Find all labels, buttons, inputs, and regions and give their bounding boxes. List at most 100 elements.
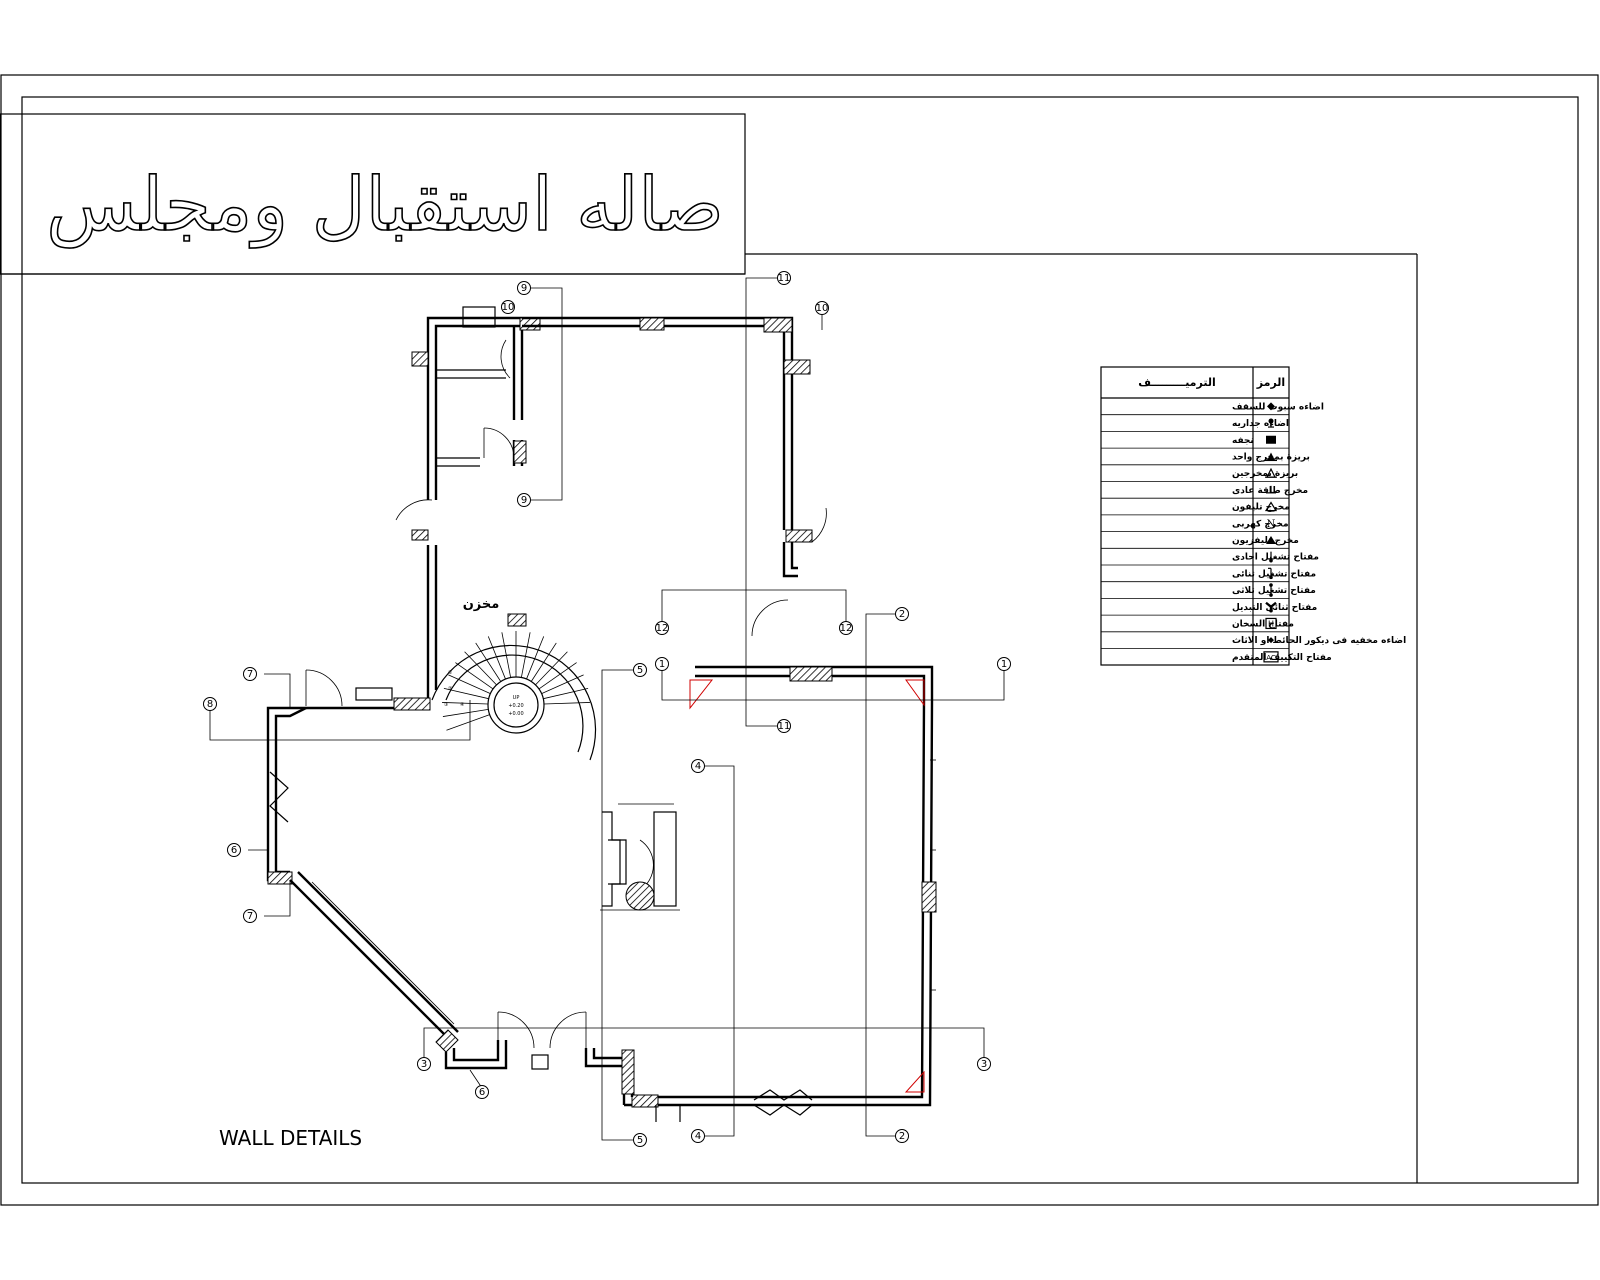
section-bubble-number: 12	[840, 623, 853, 634]
legend-row: بريزة بمخرجين	[1101, 464, 1298, 479]
section-bubble: 9	[517, 493, 531, 507]
legend-row: اضاءه جداريه	[1101, 414, 1289, 429]
section-bubble-number: 11	[778, 273, 791, 284]
section-bubble: 6	[475, 1085, 489, 1099]
tv-outlet-icon	[1266, 535, 1276, 544]
double-switch-icon	[1268, 567, 1273, 580]
section-bubble-number: 4	[695, 1131, 701, 1142]
legend-row: مفتاح تشغيل ثلاثى	[1101, 581, 1316, 597]
section-bubble: 11	[777, 719, 791, 733]
section-bubble-number: 6	[231, 845, 237, 856]
section-bubble: 12	[655, 621, 669, 635]
phone-outlet-icon	[1264, 501, 1278, 512]
stair-tread	[442, 708, 489, 717]
stair-up-label: UP	[513, 695, 520, 701]
section-bubble: 8	[203, 697, 217, 711]
section-bubble-number: 4	[695, 761, 701, 772]
legend-row: بريزة بمخرج واحد	[1101, 447, 1310, 462]
legend-row: مخرج تليفون	[1101, 497, 1290, 513]
stair-tread	[448, 674, 491, 694]
single-switch-icon	[1269, 551, 1273, 563]
section-bubble-number: 9	[521, 283, 527, 294]
legend-description: اضاءه مخفيه فى ديكور الحائط او الاثاث	[1232, 636, 1406, 646]
ac-switch-icon: AC	[1263, 651, 1279, 663]
section-bubble: 5	[633, 1133, 647, 1147]
section-bubble: 10	[815, 301, 829, 315]
section-bubble-number: 10	[816, 303, 829, 314]
legend-description: مخرج طاقة عادى	[1232, 486, 1308, 496]
section-bubble: 4	[691, 1129, 705, 1143]
decor-light-icon	[1268, 637, 1274, 644]
section-leaders	[209, 277, 1005, 1141]
section-bubble-number: 12	[656, 623, 669, 634]
left-hall-walls	[266, 545, 635, 1105]
legend-n-glyph: N	[1267, 519, 1276, 530]
stair-tread	[543, 702, 590, 705]
legend-table: الرمز الترميـــــــــف اضاءه سبوت للسقفا…	[1100, 366, 1406, 666]
legend-h-glyph: H	[1268, 619, 1274, 628]
floor-plan: UP +0.20 +0.00 ① ② ③ ④ مخزن	[209, 277, 1005, 1141]
stair-tread	[446, 714, 490, 731]
section-bubble-number: 2	[899, 609, 905, 620]
section-bubble-number: 1	[659, 659, 665, 670]
triple-switch-icon	[1269, 583, 1273, 597]
section-bubble-number: 3	[981, 1059, 987, 1070]
store-room-walls	[395, 306, 541, 541]
central-fixture	[600, 803, 680, 911]
section-bubble: 12	[839, 621, 853, 635]
legend-description: نجفه	[1232, 436, 1254, 446]
section-bubble: 2	[895, 1129, 909, 1143]
two-way-switch-icon	[1265, 601, 1277, 613]
stair-tread	[520, 632, 531, 678]
legend-description: مخرج كهربى	[1232, 519, 1289, 529]
stair-tread	[443, 687, 489, 700]
section-bubble-number: 11	[778, 721, 791, 732]
legend-description: بريزة بمخرجين	[1232, 469, 1298, 479]
legend-header-symbol: الرمز	[1256, 376, 1285, 389]
section-bubble-number: 9	[521, 495, 527, 506]
legend-description: بريزة بمخرج واحد	[1232, 452, 1310, 462]
legend-row: مفتاح ثنائى التبديل	[1101, 598, 1317, 613]
wall-light-icon	[1268, 418, 1274, 428]
section-bubble-number: 3	[421, 1059, 427, 1070]
section-bubble: 11	[777, 271, 791, 285]
right-hall-walls	[624, 665, 937, 1122]
title-block: صاله استقبال ومجلس	[0, 113, 746, 275]
section-bubble: 7	[243, 667, 257, 681]
page-title: صاله استقبال ومجلس	[46, 162, 724, 249]
stair-tread	[475, 642, 502, 682]
legend-row: مخرج طاقة عادى	[1101, 481, 1308, 496]
section-bubble-number: 2	[899, 1131, 905, 1142]
legend-row: مفتاح تشغيل ثنائى	[1101, 564, 1316, 580]
legend-row: مفتاح تشغيل احادى	[1101, 547, 1319, 563]
stair-tread	[526, 636, 545, 680]
section-bubble-number: 5	[637, 665, 643, 676]
legend-rows: اضاءه سبوت للسقف اضاءه جداريه نجفه بريزة بم…	[1101, 402, 1406, 663]
legend-row: نجفه	[1101, 430, 1289, 446]
legend-description: مفتاح تشغيل ثنائى	[1232, 569, 1316, 579]
heater-switch-icon: H	[1265, 617, 1277, 630]
stair-tread	[455, 662, 494, 690]
legend-description: مفتاح ثنائى التبديل	[1232, 603, 1317, 613]
legend-description: اضاءه سبوت للسقف	[1232, 402, 1324, 412]
section-bubble: 6	[227, 843, 241, 857]
section-bubble: 3	[977, 1057, 991, 1071]
legend-description: مفتاح التكييف المتقدم	[1232, 653, 1332, 663]
section-bubble-number: 10	[502, 302, 515, 313]
stair-tread	[530, 642, 557, 682]
legend-ac-glyph: AC	[1266, 654, 1276, 662]
stair-step-label: ④	[460, 702, 465, 708]
legend-header-description: الترميـــــــــف	[1138, 376, 1215, 389]
section-bubble: 9	[517, 281, 531, 295]
stair-tread	[487, 636, 506, 680]
section-bubble-number: 1	[1001, 659, 1007, 670]
section-bubble-number: 5	[637, 1135, 643, 1146]
stair-tread	[464, 651, 497, 686]
legend-description: مخرج تليفون	[1232, 503, 1290, 513]
legend-description: اضاءه جداريه	[1232, 419, 1289, 429]
stair-tread	[543, 687, 589, 700]
section-bubble: 5	[633, 663, 647, 677]
